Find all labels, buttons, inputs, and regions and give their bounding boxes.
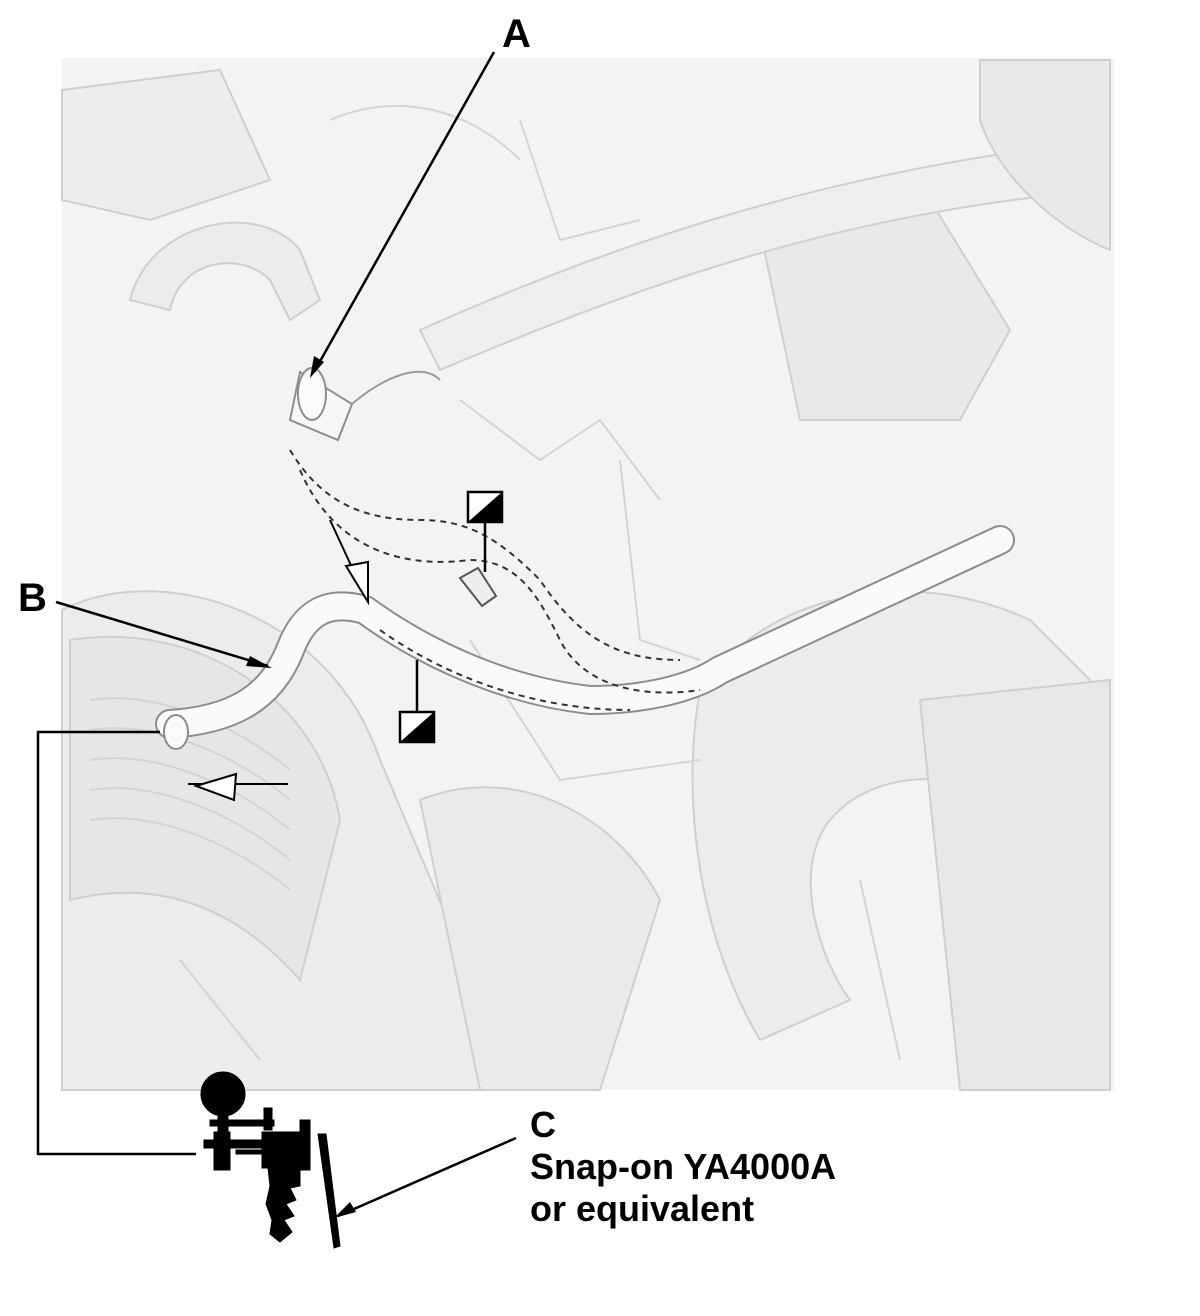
callout-b: B xyxy=(18,576,47,620)
leader-lines xyxy=(36,51,517,1218)
callout-c: C xyxy=(530,1104,556,1145)
vacuum-hose xyxy=(155,525,1015,750)
quick-connector-icon xyxy=(466,490,504,572)
quick-connector-icon xyxy=(398,660,436,744)
hose-clamp-icon xyxy=(458,566,498,608)
disconnect-symbol-icon xyxy=(188,772,288,802)
arrowhead-a xyxy=(310,356,324,378)
hose-routing-phantom xyxy=(289,449,701,711)
leader-arrowheads xyxy=(246,356,356,1218)
leader-line-b xyxy=(55,600,269,668)
leader-line-tool xyxy=(36,730,196,1156)
arrowhead-b xyxy=(246,656,272,668)
tool-note: or equivalent xyxy=(530,1188,755,1229)
vacuum-pump-gauge-icon xyxy=(200,1071,341,1249)
hose-connector-a xyxy=(288,367,441,442)
disconnect-symbol-icon xyxy=(329,519,369,606)
callout-a: A xyxy=(502,12,531,56)
tool-caption: C Snap-on YA4000A or equivalent xyxy=(530,1104,836,1230)
leader-line-c xyxy=(337,1136,517,1218)
tool-name: Snap-on YA4000A xyxy=(530,1146,837,1187)
arrowhead-c xyxy=(334,1202,356,1218)
leader-line-a xyxy=(312,51,496,373)
